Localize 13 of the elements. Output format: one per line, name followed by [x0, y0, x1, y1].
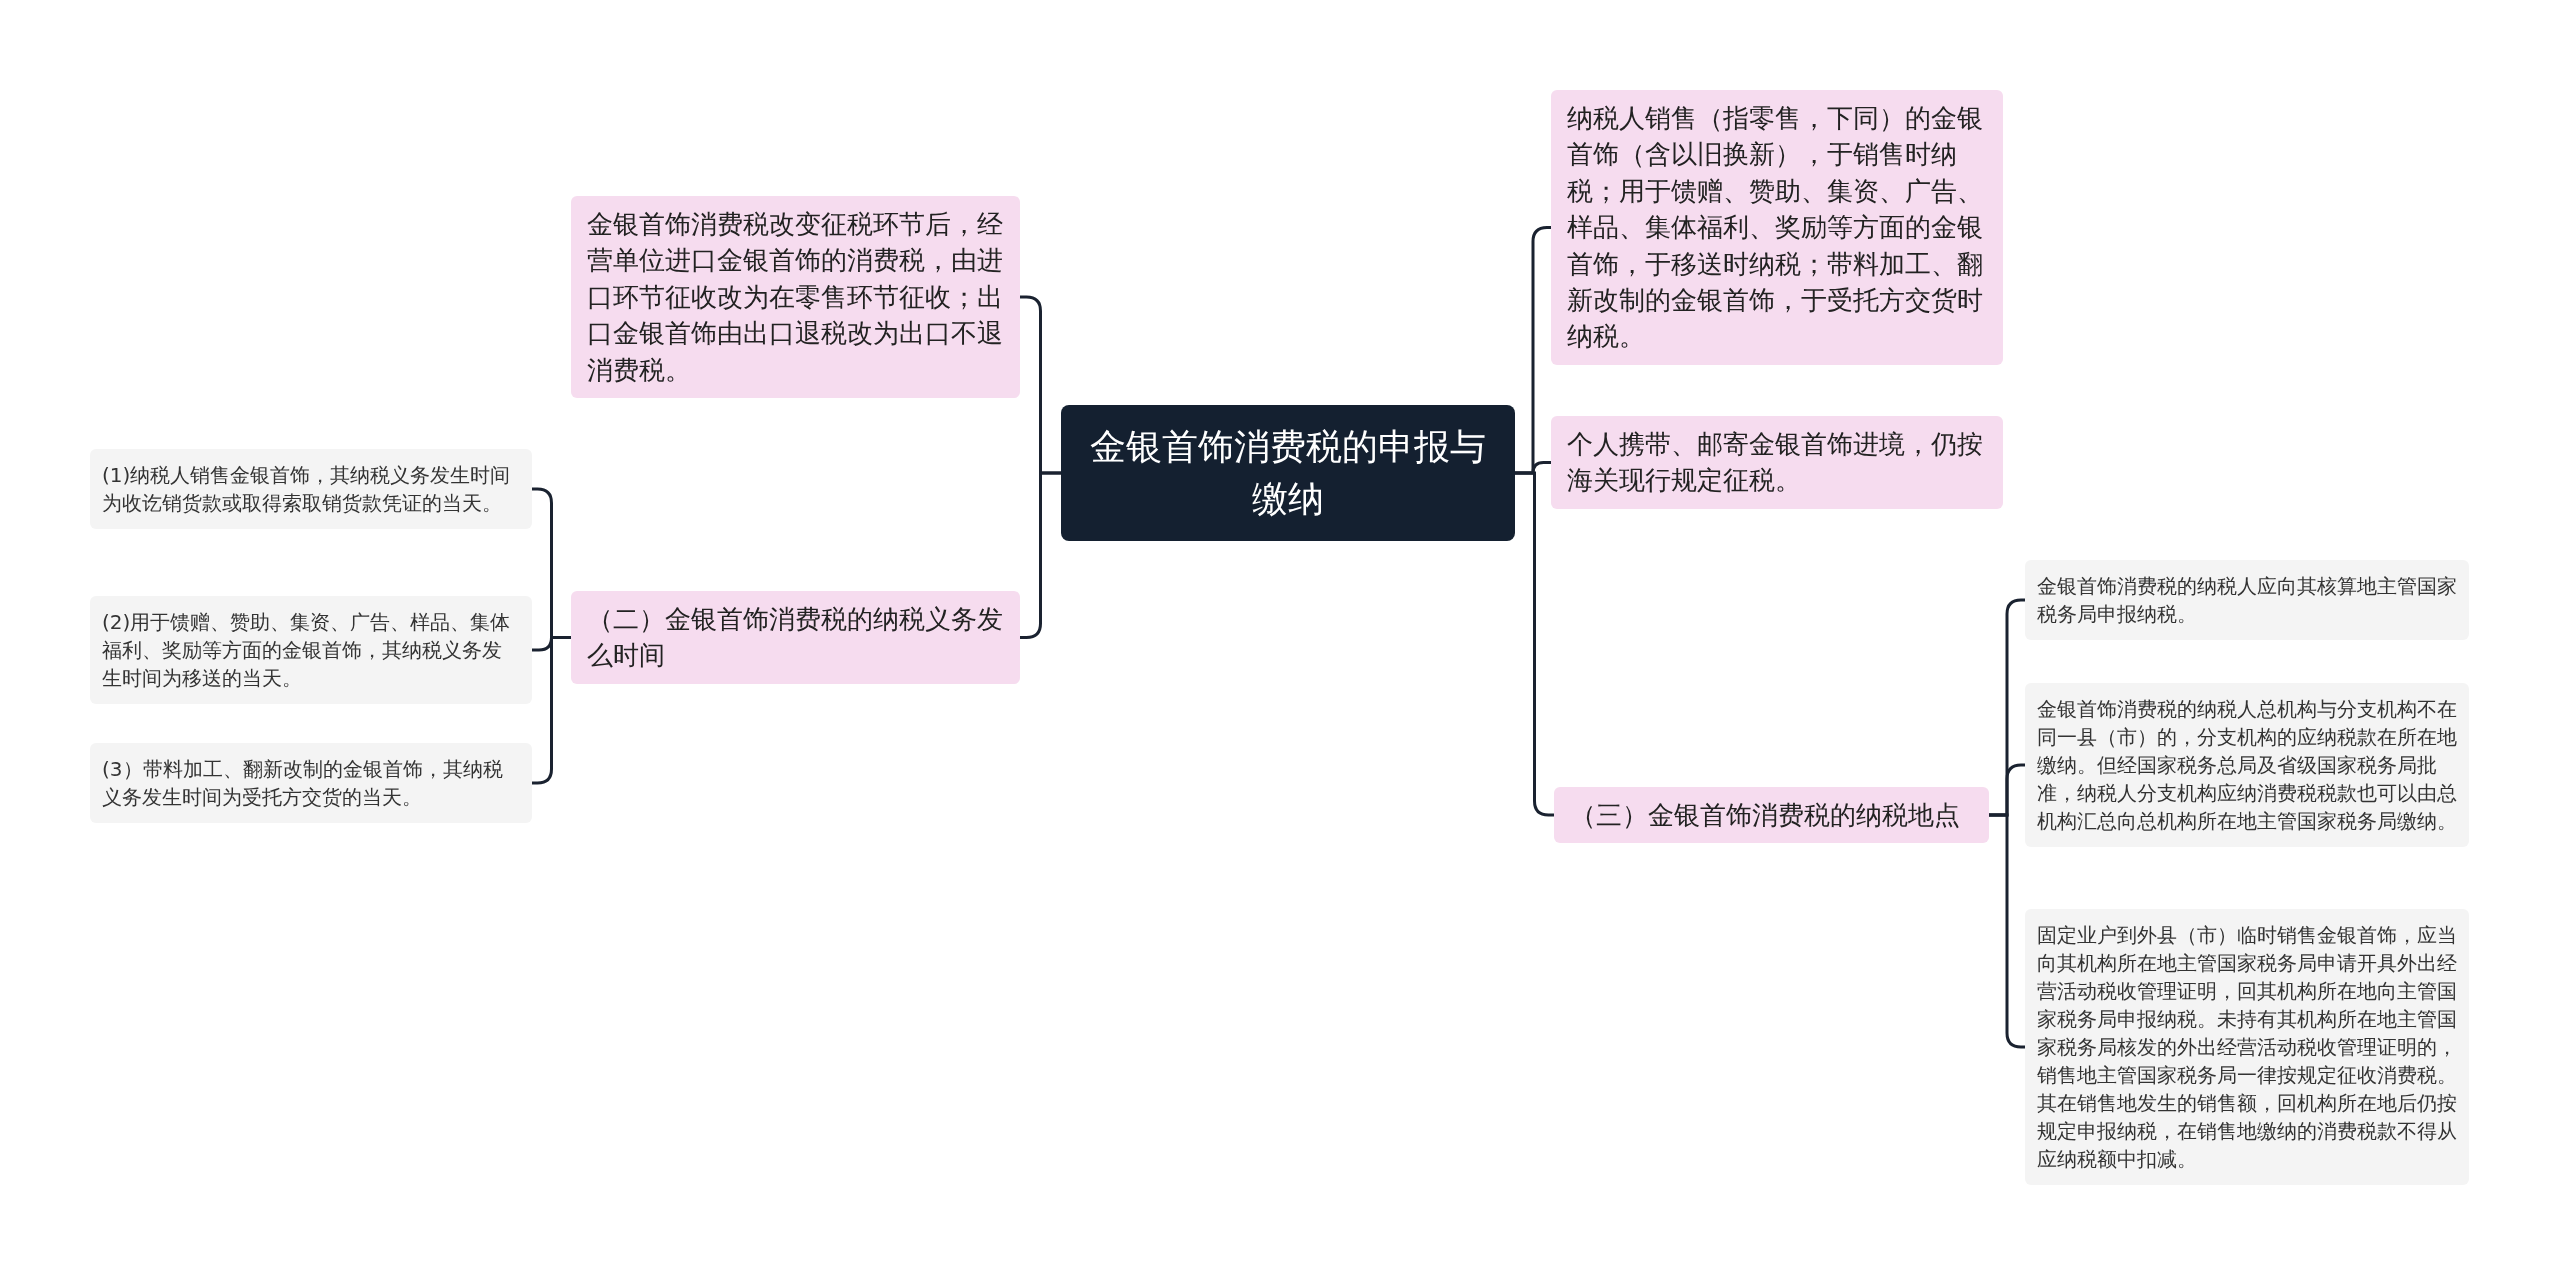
- topic-box: （二）金银首饰消费税的纳税义务发么时间: [571, 591, 1020, 684]
- subtopic-box: 金银首饰消费税的纳税人应向其核算地主管国家税务局申报纳税。: [2025, 560, 2469, 640]
- subtopic-box: 固定业户到外县（市）临时销售金银首饰，应当向其机构所在地主管国家税务局申请开具外出经营活动税收管理证明，回其机构所在地向主管国家税务局申报纳税。未持有其机构所在地主管国家税务局核发的外出经营活动税收管理证明的，销售地主管国家税务局一律按规定征收消费税。其在销售地发生的销售额，回机构所在地后仍按规定申报纳税，在销售地缴纳的消费税款不得从应纳税额中扣减。: [2025, 909, 2469, 1185]
- subtopic-box: (1)纳税人销售金银首饰，其纳税义务发生时间为收讫销货款或取得索取销货款凭证的当天。: [90, 449, 532, 529]
- subtopic-box: (3）带料加工、翻新改制的金银首饰，其纳税义务发生时间为受托方交货的当天。: [90, 743, 532, 823]
- subtopic-box: 金银首饰消费税的纳税人总机构与分支机构不在同一县（市）的，分支机构的应纳税款在所在地缴纳。但经国家税务总局及省级国家税务局批准，纳税人分支机构应纳消费税税款也可以由总机构汇总向总机构所在地主管国家税务局缴纳。: [2025, 683, 2469, 847]
- connector-line: [1020, 471, 1061, 639]
- topic-box: 金银首饰消费税改变征税环节后，经营单位进口金银首饰的消费税，由进口环节征收改为在零售环节征收；出口金银首饰由出口退税改为出口不退消费税。: [571, 196, 1020, 398]
- topic-box: （三）金银首饰消费税的纳税地点: [1554, 787, 1989, 844]
- topic-box: 个人携带、邮寄金银首饰进境，仍按海关现行规定征税。: [1551, 416, 2003, 509]
- root-topic-box: 金银首饰消费税的申报与缴纳: [1061, 405, 1515, 542]
- topic-box: 纳税人销售（指零售，下同）的金银首饰（含以旧换新），于销售时纳税；用于馈赠、赞助、集资、广告、样品、集体福利、奖励等方面的金银首饰，于移送时纳税；带料加工、翻新改制的金银首饰，于受托方交货时纳税。: [1551, 90, 2003, 365]
- subtopic-box: (2)用于馈赠、赞助、集资、广告、样品、集体福利、奖励等方面的金银首饰，其纳税义务发生时间为移送的当天。: [90, 596, 532, 704]
